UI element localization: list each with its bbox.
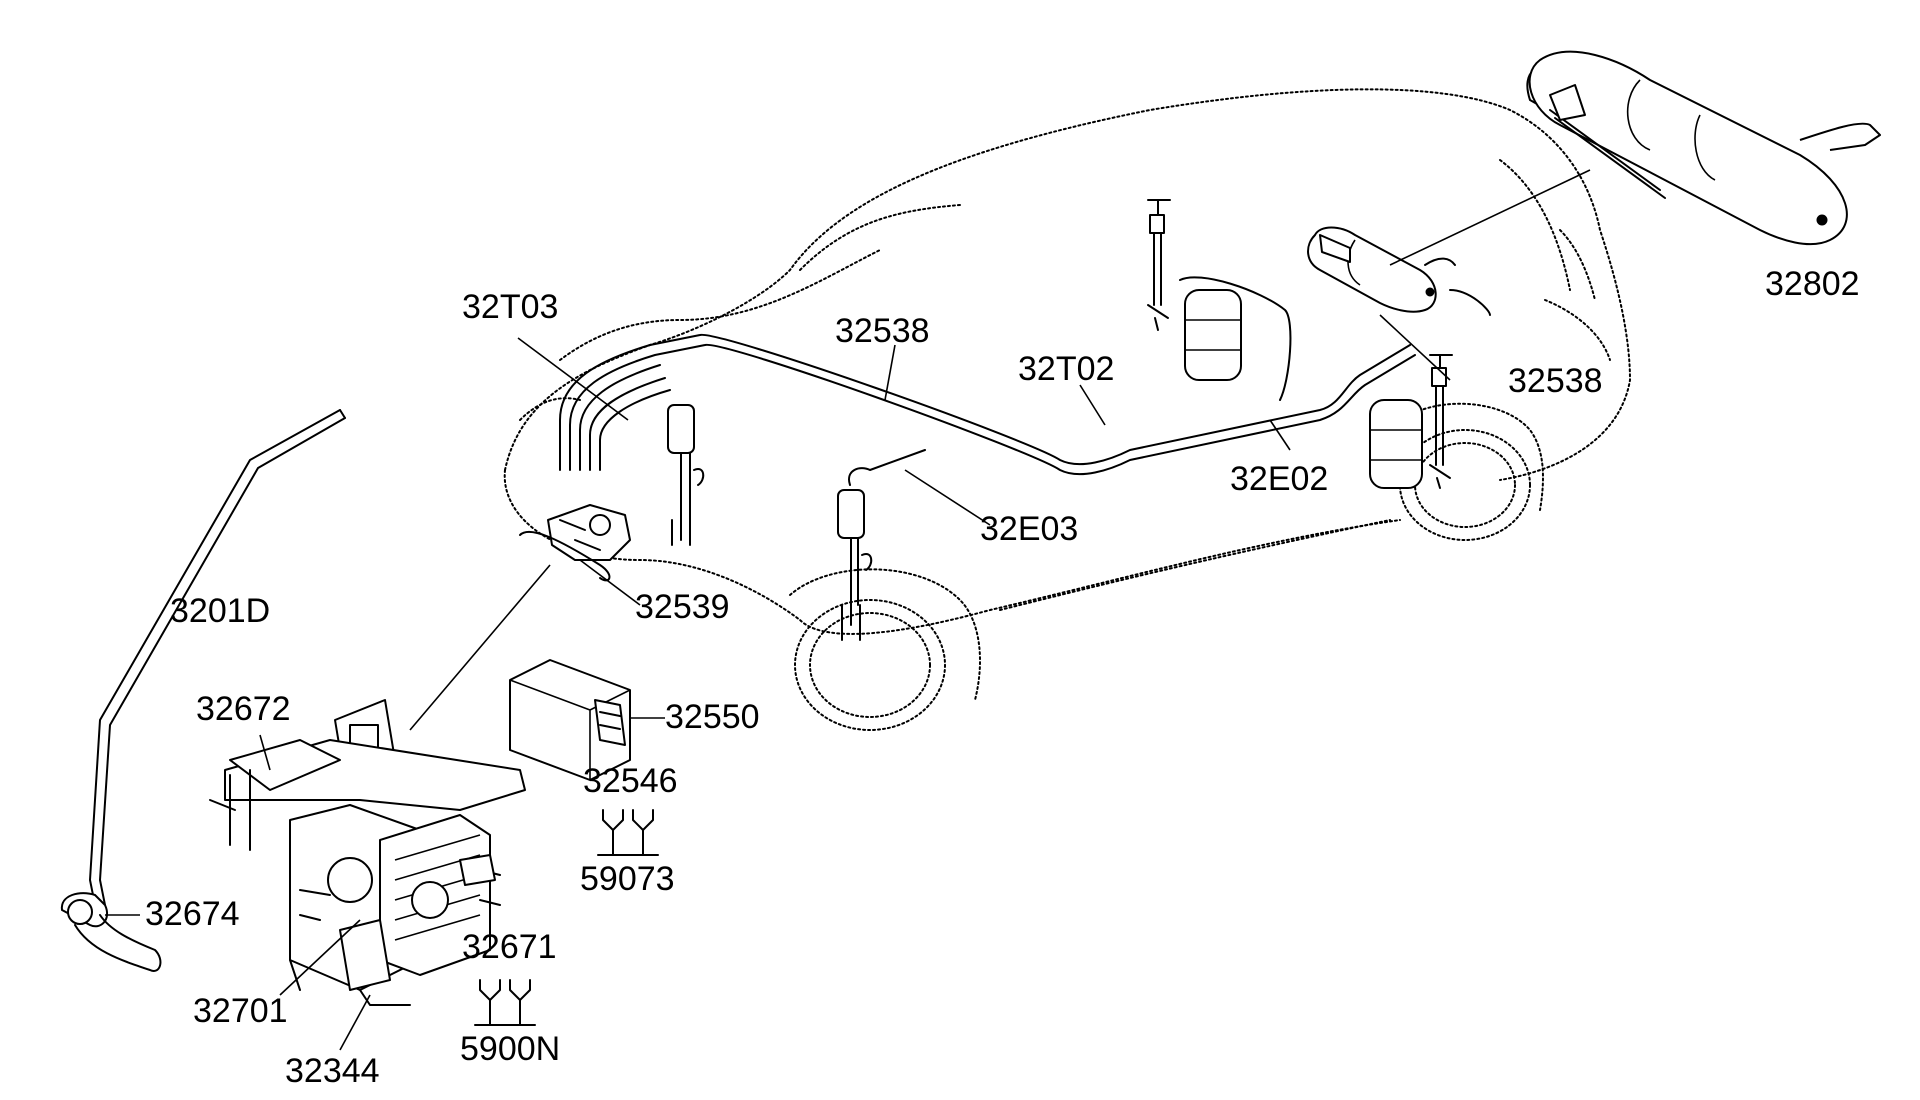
height-sensor bbox=[519, 504, 631, 582]
front-shock-right bbox=[837, 489, 873, 641]
label-32E03: 32E03 bbox=[980, 510, 1078, 548]
compressor bbox=[1307, 226, 1456, 313]
hose-clamp bbox=[60, 892, 162, 972]
label-32538-right: 32538 bbox=[1508, 362, 1603, 400]
label-32674: 32674 bbox=[145, 895, 240, 933]
bolt-set-5900N bbox=[474, 979, 536, 1026]
front-shock-left bbox=[667, 404, 705, 546]
leader-tank bbox=[1389, 169, 1591, 266]
label-32671: 32671 bbox=[462, 928, 557, 966]
air-tank bbox=[1526, 50, 1881, 246]
label-32802: 32802 bbox=[1765, 265, 1860, 303]
label-32701: 32701 bbox=[193, 992, 288, 1030]
part-labels: 32802 32T03 32538 32T02 32538 32E02 32E0… bbox=[145, 265, 1860, 1090]
label-32T02: 32T02 bbox=[1018, 350, 1114, 388]
rear-air-bag-right bbox=[1369, 399, 1423, 489]
label-32672: 32672 bbox=[196, 690, 291, 728]
label-5900N: 5900N bbox=[460, 1030, 560, 1068]
label-32E02: 32E02 bbox=[1230, 460, 1328, 498]
air-lines bbox=[559, 276, 1491, 486]
label-32344: 32344 bbox=[285, 1052, 380, 1090]
bolt-set-59073 bbox=[597, 809, 659, 856]
hose bbox=[89, 409, 346, 906]
label-32539: 32539 bbox=[635, 588, 730, 626]
label-32T03: 32T03 bbox=[462, 288, 558, 326]
rear-shock-left bbox=[1147, 199, 1171, 331]
leader-lines bbox=[105, 314, 1451, 1051]
label-32538-top: 32538 bbox=[835, 312, 930, 350]
control-unit bbox=[509, 659, 631, 781]
pump-assembly bbox=[209, 699, 526, 1006]
rear-air-bag-left bbox=[1184, 289, 1242, 381]
rear-shock-right bbox=[1429, 354, 1453, 489]
label-59073: 59073 bbox=[580, 860, 675, 898]
label-32550: 32550 bbox=[665, 698, 760, 736]
label-32546: 32546 bbox=[583, 762, 678, 800]
label-3201D: 3201D bbox=[170, 592, 270, 630]
vehicle-outline bbox=[503, 88, 1632, 731]
